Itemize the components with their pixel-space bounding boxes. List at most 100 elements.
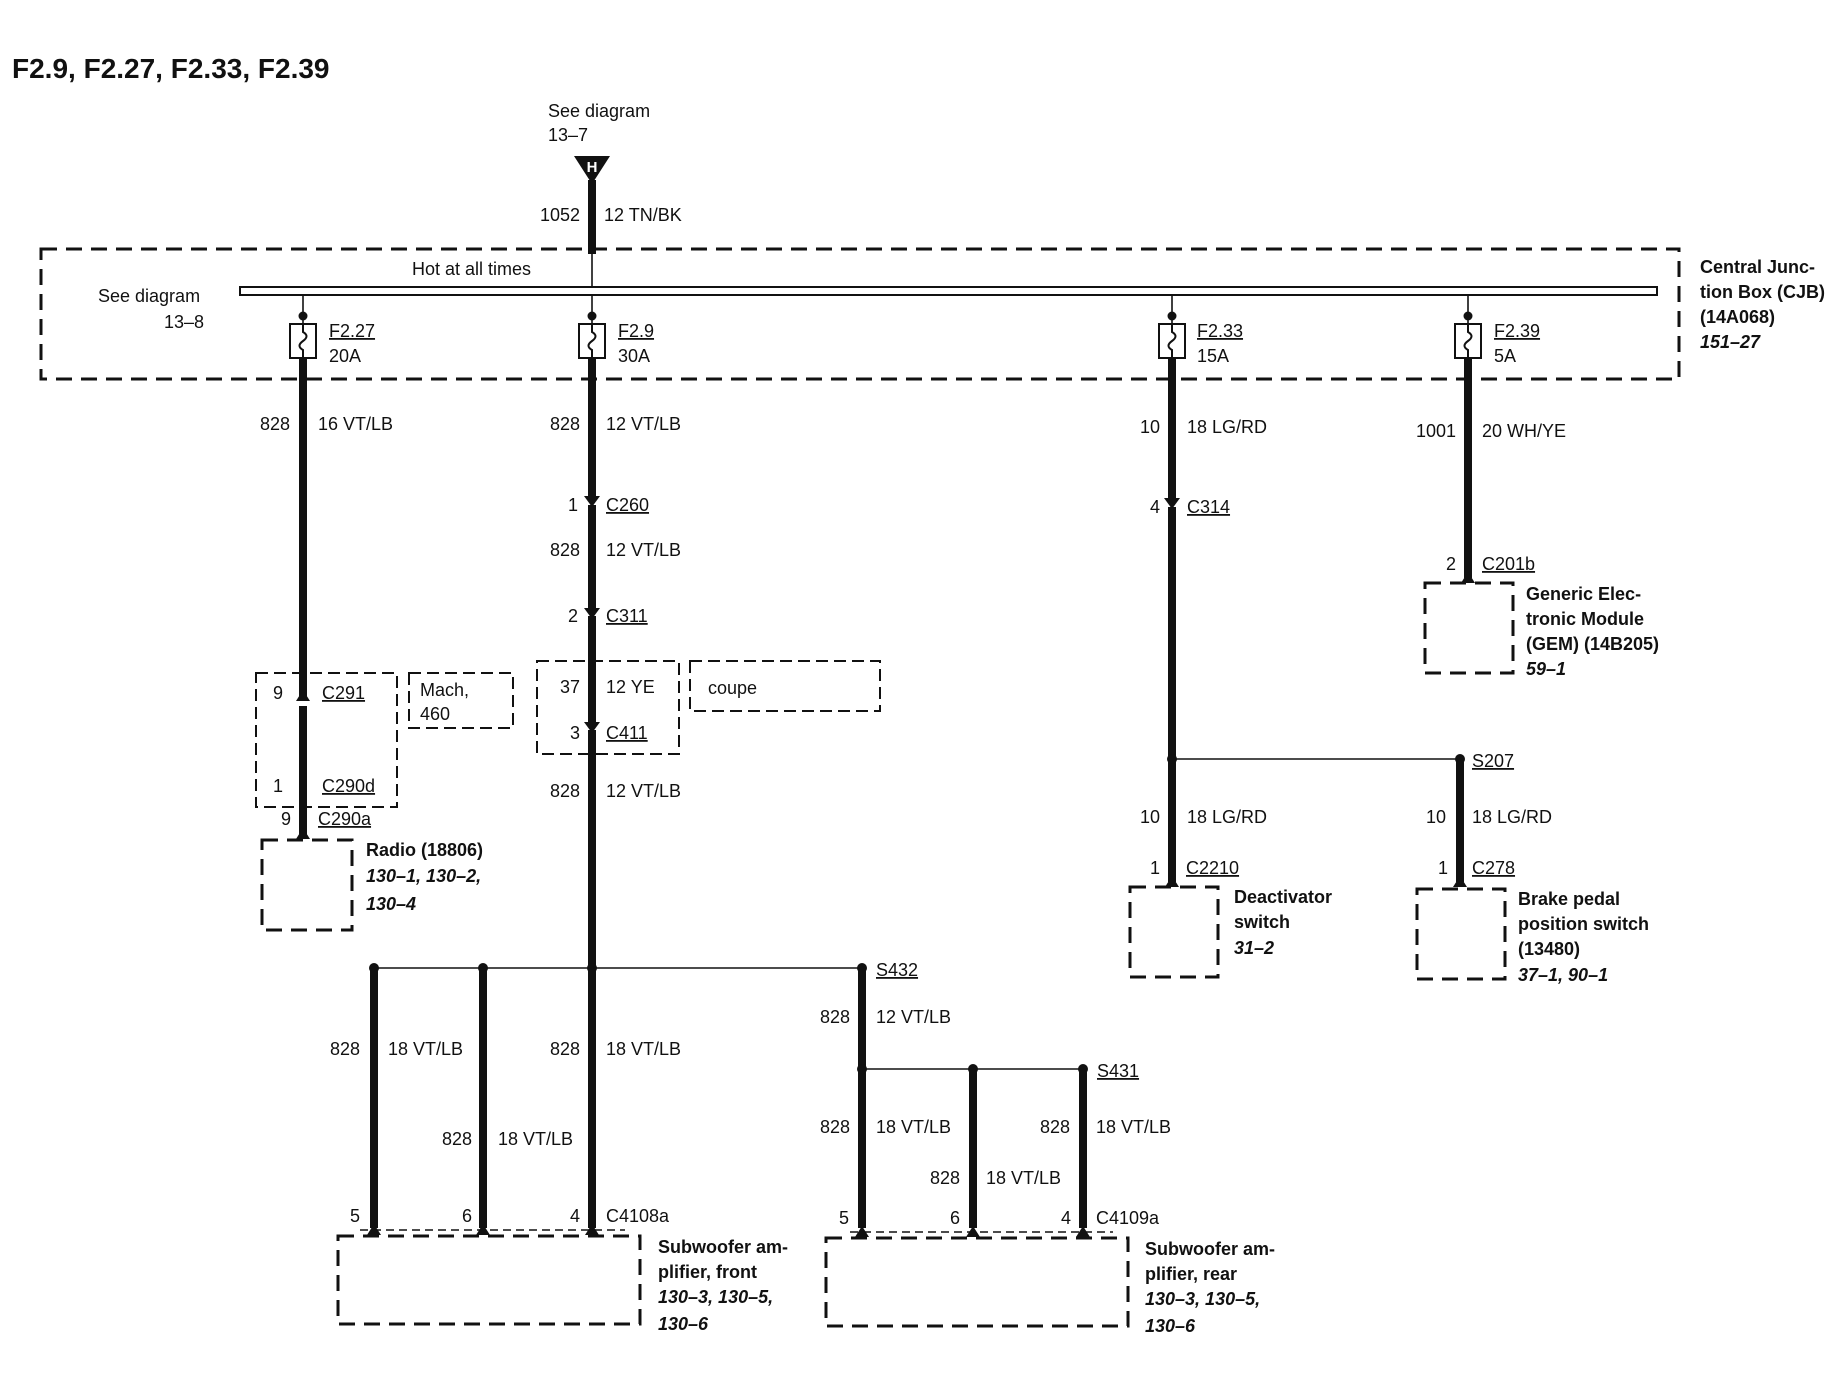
c291-variant-box bbox=[255, 672, 398, 808]
fuse-f2-39 bbox=[1454, 295, 1482, 359]
fuse-f2-9-amps: 30A bbox=[618, 346, 650, 366]
fuse-f2-39-amps: 5A bbox=[1494, 346, 1516, 366]
front-pin-4: 4 bbox=[570, 1206, 580, 1226]
radio-circuit: 828 bbox=[260, 414, 290, 434]
splice-dot bbox=[857, 1064, 867, 1074]
front-wire3-wire: 18 VT/LB bbox=[606, 1039, 681, 1059]
rear-pin-6: 6 bbox=[950, 1208, 960, 1228]
c291-label: C291 bbox=[322, 683, 365, 703]
fuse-f2-27 bbox=[289, 295, 317, 359]
s432-label: S432 bbox=[876, 960, 918, 980]
front-amp-ref-1: 130–3, 130–5, bbox=[658, 1287, 773, 1307]
c411-pin: 3 bbox=[570, 723, 580, 743]
c2210-label: C2210 bbox=[1186, 858, 1239, 878]
gem-ref: 59–1 bbox=[1526, 659, 1566, 679]
front-amp-name-1: Subwoofer am- bbox=[658, 1237, 788, 1257]
rear-amp-ref-2: 130–6 bbox=[1145, 1316, 1196, 1336]
front-pin-6: 6 bbox=[462, 1206, 472, 1226]
c311-label: C311 bbox=[606, 606, 648, 626]
coupe-box bbox=[689, 660, 881, 712]
amp-wire3-wire: 12 VT/LB bbox=[606, 781, 681, 801]
variant-mach: Mach, bbox=[420, 680, 469, 700]
fuse-f2-9 bbox=[578, 295, 606, 359]
fuse-f2-33 bbox=[1158, 295, 1186, 359]
hot-at-all-times: Hot at all times bbox=[412, 259, 531, 279]
page-title: F2.9, F2.27, F2.33, F2.39 bbox=[12, 53, 330, 84]
mach-460-box bbox=[408, 672, 514, 729]
brake-wire1-circuit: 10 bbox=[1140, 417, 1160, 437]
cjb-name-line-2: tion Box (CJB) bbox=[1700, 282, 1825, 302]
c290d-label: C290d bbox=[322, 776, 375, 796]
fuse-f2-9-name: F2.9 bbox=[618, 321, 654, 341]
source-wire: 12 TN/BK bbox=[604, 205, 682, 225]
bpp-name-1: Brake pedal bbox=[1518, 889, 1620, 909]
connector-h-letter: H bbox=[587, 159, 598, 176]
connector-h-icon bbox=[574, 156, 610, 184]
amp-wire1-wire: 12 VT/LB bbox=[606, 414, 681, 434]
cjb-ref: 151–27 bbox=[1700, 332, 1761, 352]
c411-upper-pin: 37 bbox=[560, 677, 580, 697]
deact-wire-wire: 18 LG/RD bbox=[1187, 807, 1267, 827]
rear-amp-name-2: plifier, rear bbox=[1145, 1264, 1237, 1284]
bpp-name-3: (13480) bbox=[1518, 939, 1580, 959]
s432-wire-wire: 12 VT/LB bbox=[876, 1007, 951, 1027]
rear-wire3-wire: 18 VT/LB bbox=[1096, 1117, 1171, 1137]
c4109a-label: C4109a bbox=[1096, 1208, 1160, 1228]
bpp-ref: 37–1, 90–1 bbox=[1518, 965, 1608, 985]
bpp-wire-circuit: 10 bbox=[1426, 807, 1446, 827]
c411-variant-box bbox=[536, 660, 680, 755]
cjb-diagram-ref: 13–8 bbox=[164, 312, 204, 332]
c201b-label: C201b bbox=[1482, 554, 1535, 574]
c2210-arrow-icon bbox=[1165, 876, 1179, 887]
c278-arrow-icon bbox=[1453, 876, 1467, 887]
front-amp-name-2: plifier, front bbox=[658, 1262, 757, 1282]
c411-label: C411 bbox=[606, 723, 648, 743]
amp-wire2-circuit: 828 bbox=[550, 540, 580, 560]
rear-pin-5: 5 bbox=[839, 1208, 849, 1228]
fuse-f2-27-amps: 20A bbox=[329, 346, 361, 366]
gem-box bbox=[1423, 581, 1515, 675]
c311-pin: 2 bbox=[568, 606, 578, 626]
c278-label: C278 bbox=[1472, 858, 1515, 878]
power-busbar bbox=[239, 286, 1658, 296]
gem-name-1: Generic Elec- bbox=[1526, 584, 1641, 604]
source-diagram-ref: 13–7 bbox=[548, 125, 588, 145]
deactivator-box bbox=[1128, 885, 1220, 979]
front-pin-5: 5 bbox=[350, 1206, 360, 1226]
splice-dot bbox=[1167, 754, 1177, 764]
deact-name-1: Deactivator bbox=[1234, 887, 1332, 907]
deact-name-2: switch bbox=[1234, 912, 1290, 932]
fuse-f2-33-name: F2.33 bbox=[1197, 321, 1243, 341]
rear-wire2-wire: 18 VT/LB bbox=[986, 1168, 1061, 1188]
front-wire2-circuit: 828 bbox=[442, 1129, 472, 1149]
c201b-arrow-icon bbox=[1461, 572, 1475, 583]
front-amp-box bbox=[336, 1234, 642, 1326]
s431-label: S431 bbox=[1097, 1061, 1139, 1081]
bpp-wire-wire: 18 LG/RD bbox=[1472, 807, 1552, 827]
radio-box bbox=[260, 838, 354, 932]
deact-wire-circuit: 10 bbox=[1140, 807, 1160, 827]
c290a-label: C290a bbox=[318, 809, 372, 829]
amp-wire3-circuit: 828 bbox=[550, 781, 580, 801]
c290a-arrow-icon bbox=[296, 828, 310, 839]
radio-ref-1: 130–1, 130–2, bbox=[366, 866, 481, 886]
c291-arrow-icon bbox=[296, 690, 310, 701]
fuse-f2-27-name: F2.27 bbox=[329, 321, 375, 341]
s432-wire-circuit: 828 bbox=[820, 1007, 850, 1027]
rear-wire3-circuit: 828 bbox=[1040, 1117, 1070, 1137]
amp-wire1-circuit: 828 bbox=[550, 414, 580, 434]
variant-coupe: coupe bbox=[708, 678, 757, 698]
c201b-pin: 2 bbox=[1446, 554, 1456, 574]
fuse-f2-39-name: F2.39 bbox=[1494, 321, 1540, 341]
rear-amp-ref-1: 130–3, 130–5, bbox=[1145, 1289, 1260, 1309]
c290d-pin: 1 bbox=[273, 776, 283, 796]
c291-pin: 9 bbox=[273, 683, 283, 703]
amp-wire2-wire: 12 VT/LB bbox=[606, 540, 681, 560]
radio-name: Radio (18806) bbox=[366, 840, 483, 860]
rear-pin-4: 4 bbox=[1061, 1208, 1071, 1228]
s207-label: S207 bbox=[1472, 751, 1514, 771]
radio-ref-2: 130–4 bbox=[366, 894, 416, 914]
c4108a-label: C4108a bbox=[606, 1206, 670, 1226]
radio-wire: 16 VT/LB bbox=[318, 414, 393, 434]
